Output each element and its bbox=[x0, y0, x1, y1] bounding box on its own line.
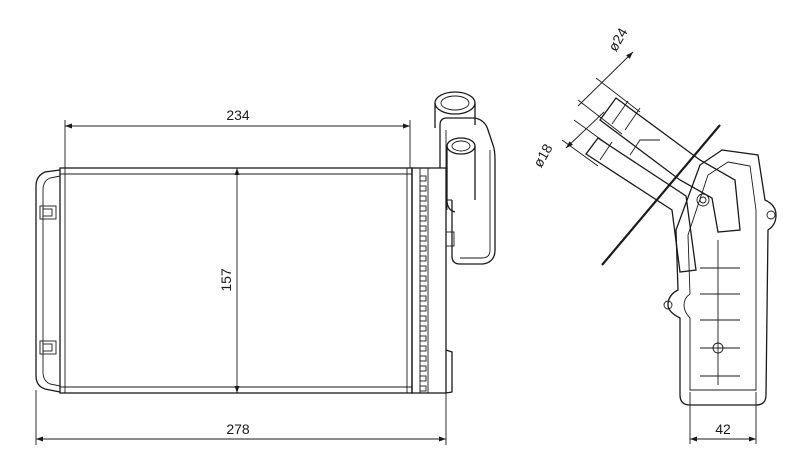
tank-clip-top bbox=[39, 205, 57, 220]
crimp-tooth bbox=[419, 215, 427, 222]
front-view: 234 157 278 bbox=[35, 91, 496, 445]
left-end-tank bbox=[35, 169, 61, 393]
crimp-tooth bbox=[419, 265, 427, 272]
side-tank-body bbox=[663, 149, 777, 406]
label-inlet-diameter: ø18 bbox=[530, 141, 556, 170]
dimension-height-core: 157 bbox=[218, 168, 240, 393]
crimp-tooth bbox=[419, 185, 427, 192]
crimp-tooth bbox=[419, 305, 427, 312]
crimp-tooth bbox=[419, 345, 427, 352]
label-outlet-diameter: ø24 bbox=[605, 25, 631, 54]
crimp-tooth bbox=[419, 365, 427, 372]
side-pipes bbox=[585, 97, 741, 273]
crimp-tooth bbox=[419, 175, 427, 182]
pipe-outlet bbox=[434, 91, 476, 128]
crimp-tooth bbox=[419, 375, 427, 382]
side-tank-ribs bbox=[700, 240, 740, 385]
crimp-tooth bbox=[419, 275, 427, 282]
crimp-teeth bbox=[419, 175, 427, 392]
pipe-assembly bbox=[434, 91, 496, 265]
crimp-tooth bbox=[419, 225, 427, 232]
crimp-tooth bbox=[419, 335, 427, 342]
crimp-tooth bbox=[419, 385, 427, 392]
dimension-outlet-diameter: ø24 bbox=[577, 25, 641, 135]
crimp-tooth bbox=[419, 195, 427, 202]
tank-clip-bottom bbox=[39, 340, 57, 355]
right-end-tank bbox=[411, 167, 453, 394]
crimp-tooth bbox=[419, 255, 427, 262]
crimp-tooth bbox=[419, 325, 427, 332]
crimp-tooth bbox=[419, 235, 427, 242]
mounting-flange bbox=[601, 124, 721, 266]
crimp-tooth bbox=[419, 315, 427, 322]
dimension-width-overall: 278 bbox=[35, 390, 447, 445]
crimp-tooth bbox=[419, 285, 427, 292]
crimp-tooth bbox=[419, 205, 427, 212]
label-depth: 42 bbox=[715, 421, 731, 437]
label-width-core: 234 bbox=[226, 107, 250, 123]
label-width-overall: 278 bbox=[226, 421, 250, 437]
crimp-tooth bbox=[419, 245, 427, 252]
core bbox=[59, 167, 413, 394]
crimp-tooth bbox=[419, 295, 427, 302]
dimension-width-core: 234 bbox=[64, 107, 411, 168]
crimp-tooth bbox=[419, 355, 427, 362]
side-view: ø24 ø18 42 bbox=[530, 25, 777, 444]
pipe-inlet bbox=[446, 137, 476, 213]
label-height-core: 157 bbox=[218, 268, 234, 292]
dimension-depth: 42 bbox=[689, 392, 757, 444]
